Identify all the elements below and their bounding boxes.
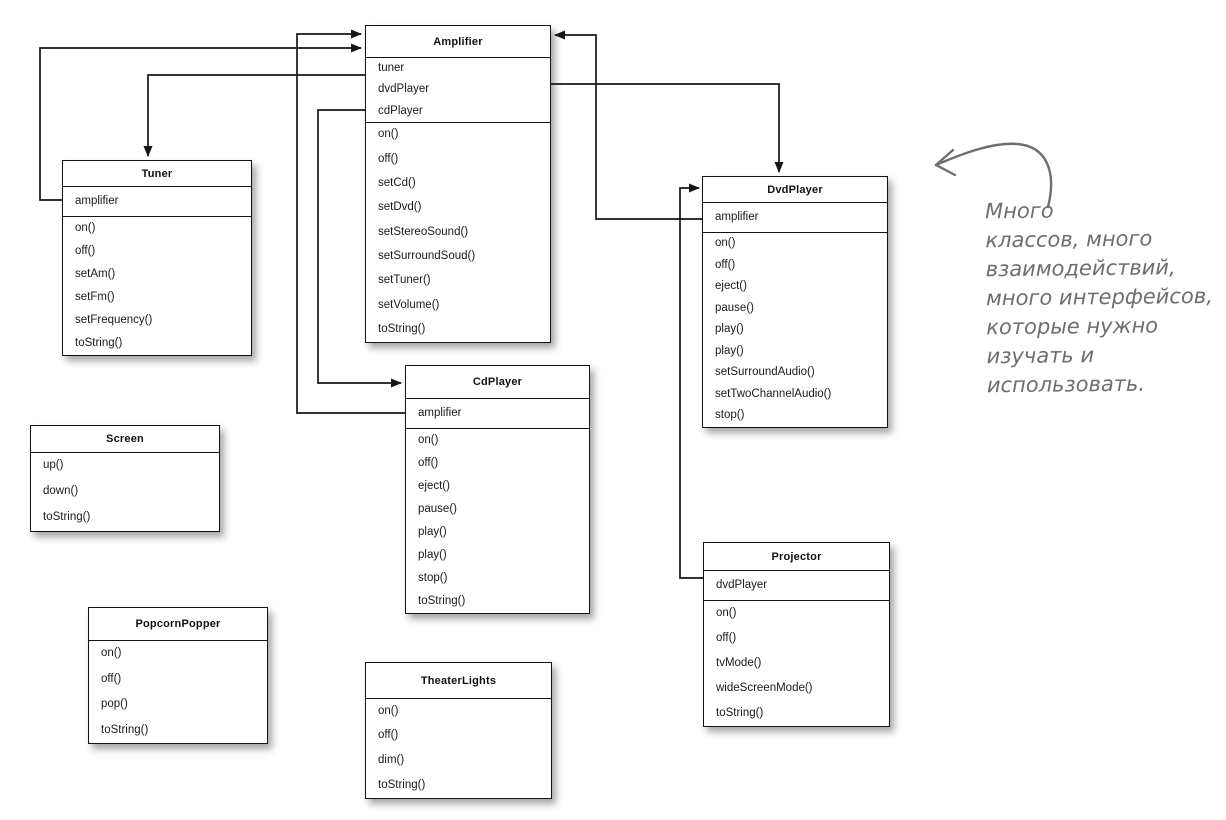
- method-row: off(): [418, 456, 439, 469]
- attribute-row: tuner: [378, 61, 405, 74]
- attributes-compartment: amplifier: [703, 203, 887, 233]
- method-row: pause(): [418, 502, 457, 515]
- association-projector-dvdPlayer-to-dvdplayer: [679, 183, 703, 579]
- note-line: Много: [984, 198, 1054, 224]
- handwritten-note: Много классов, много взаимодействий, мно…: [985, 195, 1226, 401]
- method-row: setTwoChannelAudio(): [715, 387, 832, 400]
- class-box-theaterlights: TheaterLights on() off() dim() toString(): [365, 662, 552, 799]
- method-row: pop(): [101, 698, 128, 710]
- methods-compartment: on() off() setCd() setDvd() setStereoSound()…: [366, 123, 550, 342]
- association-amplifier-tuner-to-tuner: [143, 74, 365, 157]
- method-row: setFm(): [75, 290, 115, 303]
- method-row: play(): [418, 548, 447, 561]
- methods-compartment: on() off() eject() pause() play() play() stop(…: [406, 429, 589, 613]
- method-row: setVolume(): [378, 298, 440, 311]
- association-dvdplayer-amplifier-to-amplifier: [554, 30, 702, 220]
- attribute-row: cdPlayer: [378, 104, 423, 117]
- methods-compartment: on() off() setAm() setFm() setFrequency() toS…: [63, 217, 251, 355]
- class-box-tuner: Tuner amplifier on() off() setAm() setFm() set…: [62, 160, 252, 356]
- method-row: setDvd(): [378, 201, 422, 214]
- method-row: toString(): [101, 723, 149, 736]
- method-row: on(): [378, 704, 399, 717]
- class-box-amplifier: Amplifier tuner dvdPlayer cdPlayer on() off()…: [365, 25, 551, 343]
- attributes-compartment: tuner dvdPlayer cdPlayer: [366, 58, 550, 123]
- method-row: on(): [75, 221, 96, 234]
- methods-compartment: on() off() pop() toString(): [89, 641, 267, 743]
- attribute-row: amplifier: [418, 406, 462, 419]
- method-row: setAm(): [75, 267, 116, 280]
- methods-compartment: on() off() tvMode() wideScreenMode() toStrin…: [704, 601, 889, 726]
- note-line: изучать и: [986, 343, 1095, 369]
- method-row: wideScreenMode(): [716, 681, 813, 694]
- methods-compartment: up() down() toString(): [31, 453, 219, 531]
- method-row: play(): [715, 323, 744, 336]
- method-row: toString(): [378, 323, 426, 336]
- method-row: up(): [43, 459, 64, 472]
- note-line: использовать.: [986, 371, 1146, 398]
- method-row: on(): [101, 647, 122, 659]
- method-row: setSurroundAudio(): [715, 366, 815, 379]
- method-row: play(): [418, 525, 447, 538]
- method-row: off(): [378, 729, 399, 742]
- attribute-row: dvdPlayer: [378, 83, 430, 96]
- method-row: on(): [418, 433, 439, 446]
- attribute-row: amplifier: [75, 194, 119, 207]
- method-row: toString(): [378, 778, 426, 791]
- method-row: on(): [715, 237, 736, 250]
- method-row: stop(): [715, 409, 745, 422]
- association-amplifier-dvdPlayer-to-dvdplayer: [551, 83, 784, 173]
- class-box-dvdplayer: DvdPlayer amplifier on() off() eject() pause(…: [702, 176, 888, 428]
- method-row: setCd(): [378, 177, 416, 190]
- method-row: toString(): [418, 594, 466, 607]
- method-row: down(): [43, 485, 79, 498]
- method-row: off(): [378, 152, 399, 165]
- class-title-popcornpopper: PopcornPopper: [89, 608, 267, 641]
- method-row: off(): [715, 258, 736, 271]
- method-row: setFrequency(): [75, 313, 153, 326]
- note-line: классов, много: [985, 226, 1153, 253]
- method-row: off(): [75, 244, 96, 257]
- class-box-popcornpopper: PopcornPopper on() off() pop() toString(): [88, 607, 268, 744]
- methods-compartment: on() off() eject() pause() play() play() setSu…: [703, 233, 887, 427]
- class-box-cdplayer: CdPlayer amplifier on() off() eject() pause()…: [405, 365, 590, 614]
- note-line: взаимодействий,: [985, 255, 1176, 282]
- attributes-compartment: amplifier: [63, 187, 251, 217]
- class-title-tuner: Tuner: [63, 161, 251, 187]
- method-row: stop(): [418, 571, 448, 584]
- method-row: setStereoSound(): [378, 225, 469, 238]
- class-title-projector: Projector: [704, 543, 889, 571]
- class-title-screen: Screen: [31, 426, 219, 453]
- attributes-compartment: dvdPlayer: [704, 571, 889, 601]
- methods-compartment: on() off() dim() toString(): [366, 699, 551, 798]
- note-line: много интерфейсов,: [985, 283, 1213, 311]
- method-row: dim(): [378, 754, 405, 767]
- class-title-theaterlights: TheaterLights: [366, 663, 551, 699]
- method-row: toString(): [75, 336, 123, 349]
- method-row: on(): [378, 128, 399, 141]
- note-line: которые нужно: [986, 313, 1159, 340]
- method-row: off(): [716, 631, 737, 644]
- class-box-projector: Projector dvdPlayer on() off() tvMode() wideS…: [703, 542, 890, 727]
- method-row: tvMode(): [716, 656, 762, 669]
- class-title-amplifier: Amplifier: [366, 26, 550, 58]
- method-row: off(): [101, 672, 122, 685]
- method-row: setSurroundSoud(): [378, 250, 476, 263]
- method-row: on(): [716, 606, 737, 619]
- class-title-dvdplayer: DvdPlayer: [703, 177, 887, 203]
- attribute-row: dvdPlayer: [716, 578, 768, 591]
- class-title-cdplayer: CdPlayer: [406, 366, 589, 399]
- attributes-compartment: amplifier: [406, 399, 589, 429]
- method-row: play(): [715, 344, 744, 357]
- method-row: eject(): [715, 280, 747, 293]
- method-row: toString(): [43, 511, 91, 524]
- method-row: toString(): [716, 706, 764, 719]
- method-row: setTuner(): [378, 274, 431, 287]
- method-row: eject(): [418, 479, 450, 492]
- attribute-row: amplifier: [715, 210, 759, 223]
- class-box-screen: Screen up() down() toString(): [30, 425, 220, 532]
- method-row: pause(): [715, 301, 754, 314]
